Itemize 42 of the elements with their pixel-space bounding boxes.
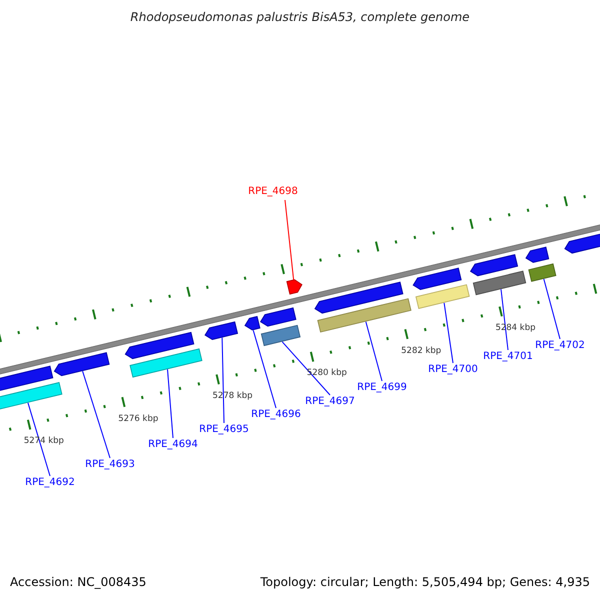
gene-label: RPE_4700	[428, 364, 478, 375]
gene-bar	[415, 284, 470, 309]
gene-bar	[472, 270, 526, 296]
genome-summary: Topology: circular; Length: 5,505,494 bp; Genes: 4,935	[260, 575, 590, 589]
gene-bar	[317, 298, 412, 333]
gene-bar	[0, 382, 62, 411]
leader-line	[365, 321, 382, 382]
gene-bar	[260, 324, 301, 346]
gene-label: RPE_4695	[199, 424, 249, 435]
leader-line	[27, 402, 50, 476]
gene-label: RPE_4694	[148, 439, 198, 450]
gene-label: RPE_4701	[483, 351, 533, 362]
gene-label: RPE_4696	[251, 409, 301, 420]
gene-label: RPE_4702	[535, 340, 585, 351]
leader-line	[543, 278, 560, 340]
gene-glyph	[525, 246, 550, 263]
leader-line	[82, 370, 110, 458]
gene-label: RPE_4697	[305, 396, 355, 407]
gene-glyph	[124, 332, 194, 360]
gene-glyph	[204, 321, 238, 340]
leader-line	[444, 302, 454, 364]
scale-label: 5276 kbp	[118, 414, 158, 424]
accession-text: Accession: NC_008435	[10, 575, 146, 589]
scale-label: 5282 kbp	[401, 346, 442, 356]
gene-glyph	[244, 316, 260, 330]
gene-label: RPE_4692	[25, 477, 75, 488]
leader-line	[284, 200, 294, 280]
title: Rhodopseudomonas palustris BisA53, complete genome	[130, 10, 470, 24]
gene-label: RPE_4693	[85, 459, 135, 470]
gene-glyph	[54, 352, 110, 376]
gene-glyph	[286, 279, 302, 295]
leader-line	[222, 337, 224, 424]
gene-label: RPE_4698	[248, 186, 298, 197]
gene-glyph	[470, 254, 518, 276]
gene-glyph	[314, 282, 404, 314]
leader-line	[252, 330, 276, 408]
leader-line	[500, 288, 508, 350]
gene-glyph	[412, 268, 462, 290]
gene-label: RPE_4699	[357, 382, 407, 393]
gene-bar	[130, 348, 202, 378]
leader-line	[167, 368, 174, 438]
gene-bar	[528, 263, 556, 282]
